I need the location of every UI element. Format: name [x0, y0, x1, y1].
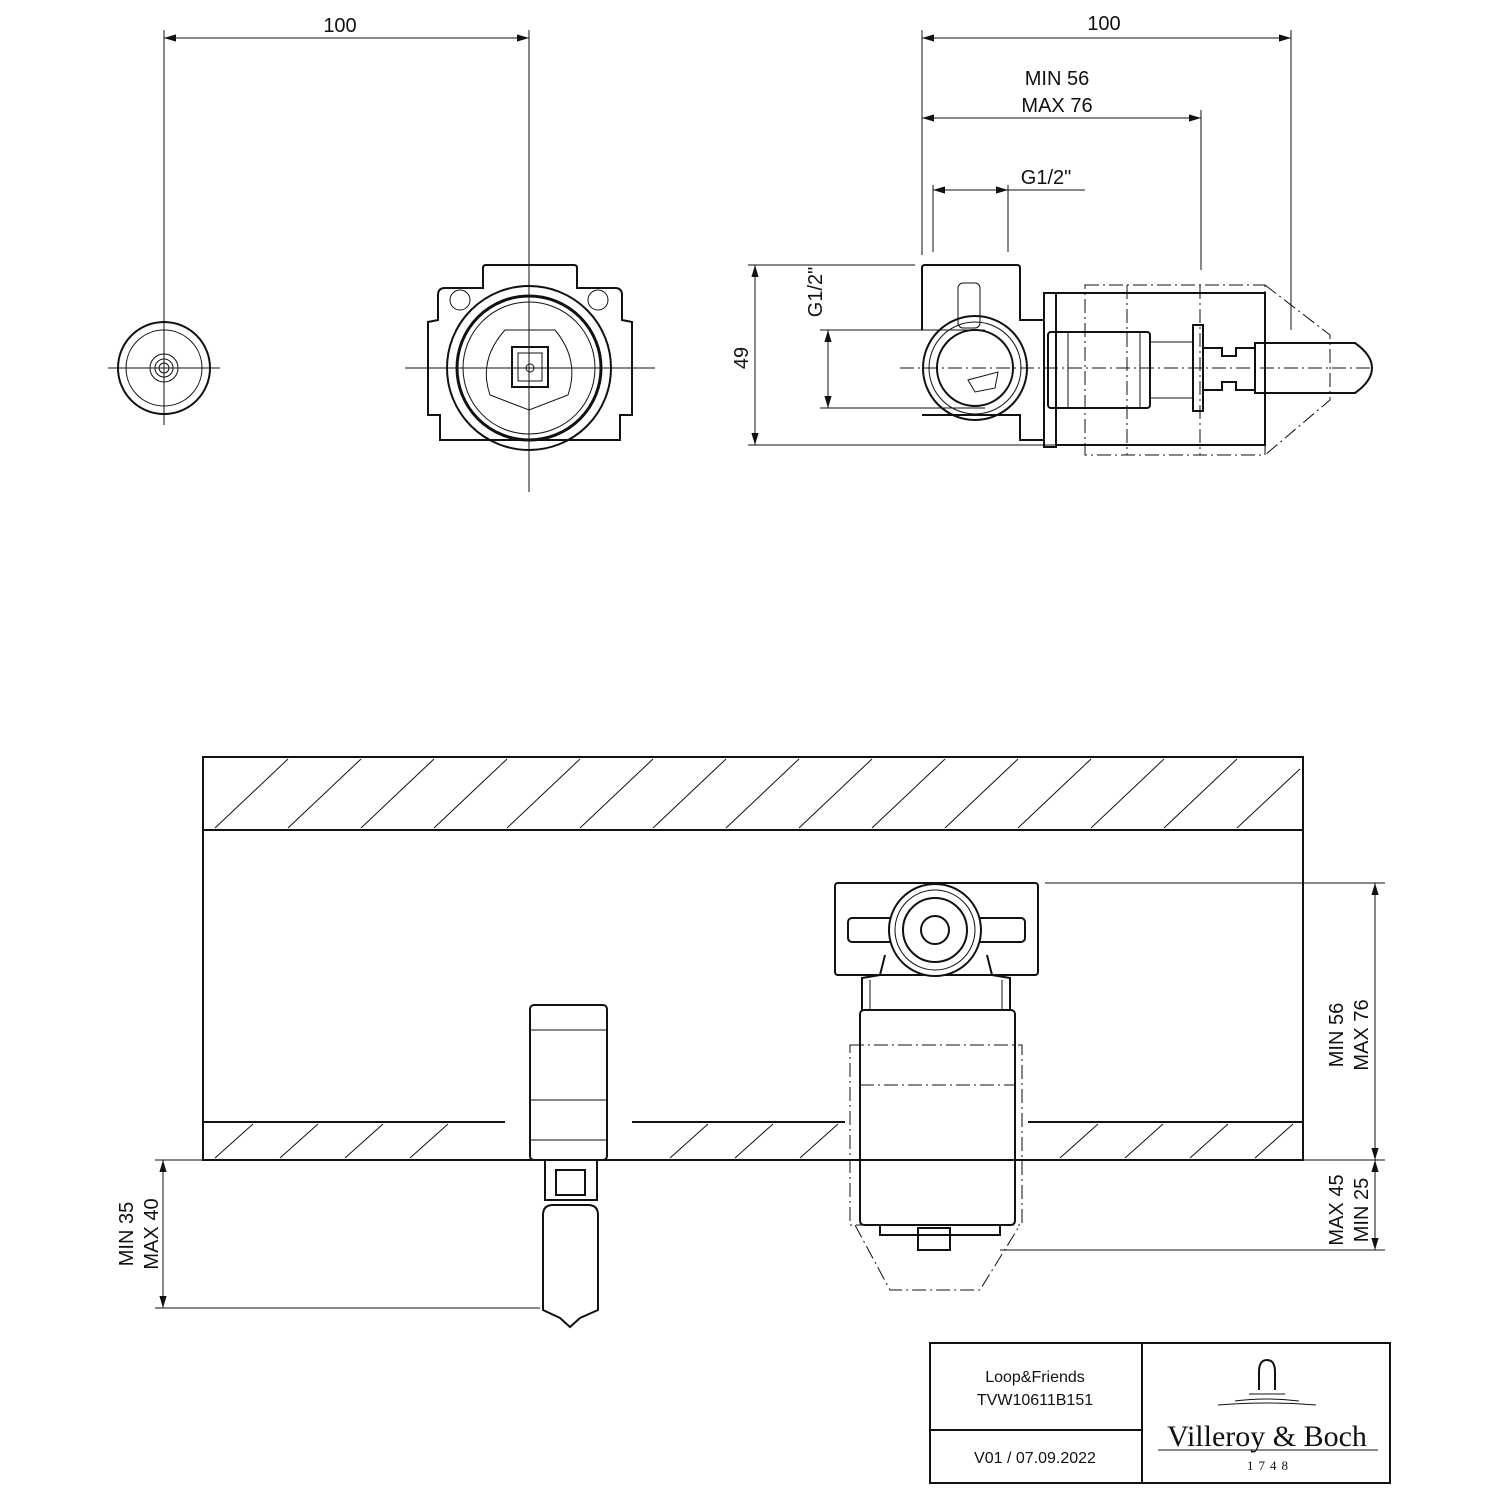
thread-vertical-label: G1/2" [805, 267, 827, 317]
brand-year: 1748 [1247, 1458, 1293, 1473]
hatch-line [409, 1123, 449, 1159]
hatch-line [344, 1123, 384, 1159]
right-depth-max-label: MAX 76 [1351, 999, 1373, 1070]
brand-name: Villeroy & Boch [1167, 1420, 1367, 1453]
hatch-line [944, 758, 1019, 829]
hatch-line [279, 1123, 319, 1159]
hatch-line [1090, 758, 1165, 829]
thread-horizontal-label: G1/2" [1021, 167, 1071, 189]
front-width-dimension: 100 [164, 15, 529, 42]
hatch-line [1163, 758, 1238, 829]
hatch-line [798, 758, 873, 829]
right-protrusion-max-label: MAX 45 [1326, 1174, 1348, 1245]
wall-hatching [214, 758, 1301, 829]
hatch-line [433, 758, 508, 829]
hatch-line [1059, 1123, 1099, 1159]
front-width-label: 100 [323, 15, 356, 37]
hatch-line [214, 1123, 254, 1159]
side-view-dimensions: 100 MIN 56 MAX 76 G1/2" 49 G1/2" [731, 13, 1292, 446]
handle-front-view [108, 30, 220, 425]
title-block: Loop&Friends TVW10611B151 V01 / 07.09.20… [929, 1342, 1391, 1484]
tile-hatching [214, 1123, 1294, 1159]
hatch-line [871, 758, 946, 829]
product-name: Loop&Friends [985, 1369, 1085, 1386]
hatch-line [734, 1123, 774, 1159]
wall-section [202, 756, 1304, 1161]
brand-logo: Villeroy & Boch 1748 [1158, 1358, 1378, 1473]
hatch-line [725, 758, 800, 829]
hatch-line [1017, 758, 1092, 829]
hatch-line [214, 758, 289, 829]
valve-side-view [900, 264, 1374, 456]
hatch-line [1124, 1123, 1164, 1159]
version-date: V01 / 07.09.2022 [974, 1450, 1096, 1467]
valve-body-section [834, 882, 1039, 1291]
side-depth-min-label: MIN 56 [1025, 68, 1089, 90]
hatch-line [1189, 1123, 1229, 1159]
hatch-line [669, 1123, 709, 1159]
left-protrusion-min-label: MIN 35 [116, 1202, 138, 1266]
hatch-line [287, 758, 362, 829]
hatch-line [799, 1123, 839, 1159]
side-depth-max-label: MAX 76 [1021, 95, 1092, 117]
left-protrusion-max-label: MAX 40 [141, 1198, 163, 1269]
article-number: TVW10611B151 [977, 1392, 1093, 1409]
right-depth-min-label: MIN 56 [1326, 1003, 1348, 1067]
right-protrusion-min-label: MIN 25 [1351, 1178, 1373, 1242]
hatch-line [1254, 1123, 1294, 1159]
section-dimensions: MIN 56 MAX 76 MAX 45 MIN 25 MIN 35 MAX 4… [116, 882, 1385, 1309]
hatch-line [1236, 768, 1301, 829]
hatch-line [506, 758, 581, 829]
side-width-label: 100 [1087, 13, 1120, 35]
hatch-line [360, 758, 435, 829]
hatch-line [579, 758, 654, 829]
height-label: 49 [731, 347, 753, 369]
hatch-line [652, 758, 727, 829]
diverter-handle-section [529, 1004, 608, 1329]
valve-body-front-view [405, 30, 655, 492]
